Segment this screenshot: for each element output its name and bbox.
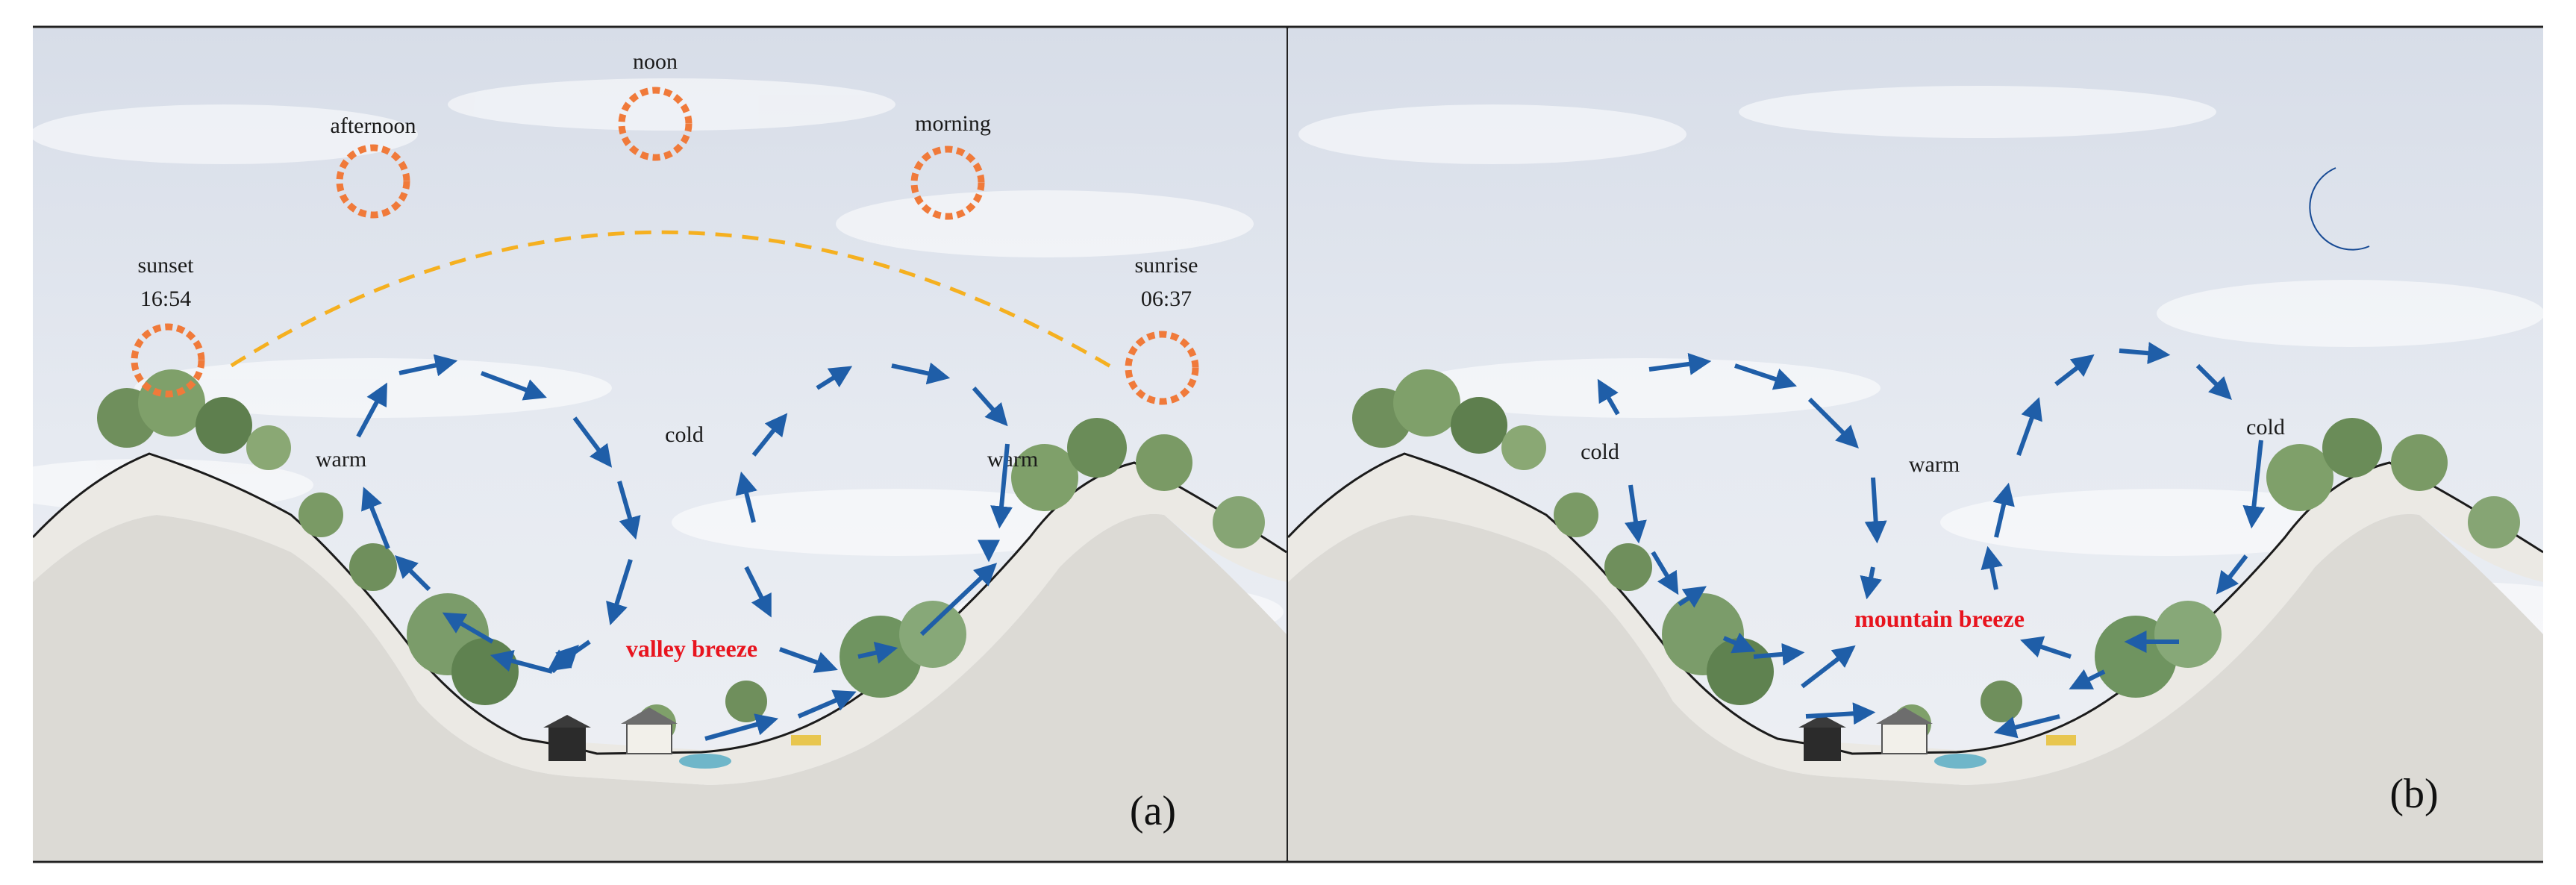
valley-breeze-arrow-13 bbox=[751, 413, 788, 457]
label-noon: noon bbox=[633, 49, 678, 74]
valley-breeze-arrow-20 bbox=[778, 647, 838, 673]
mountain-breeze-arrow-6 bbox=[1860, 566, 1882, 600]
valley-breeze-arrow-24 bbox=[797, 689, 857, 719]
valley-breeze-arrow-9 bbox=[442, 612, 494, 644]
mountain-shadow-b bbox=[1288, 513, 2543, 860]
label-cold-right: cold bbox=[2246, 415, 2285, 440]
label-sunrise-time: 06:37 bbox=[1141, 287, 1192, 311]
mountain-breeze-arrow-14 bbox=[1981, 545, 2003, 590]
valley-breeze-arrow-14 bbox=[816, 366, 853, 390]
valley-breeze-arrow-12 bbox=[735, 471, 757, 523]
label-afternoon: afternoon bbox=[331, 113, 416, 138]
valley-breeze-arrow-1 bbox=[356, 382, 387, 438]
valley-breeze-arrow-3 bbox=[480, 371, 547, 401]
mountain-breeze-label: mountain breeze bbox=[1854, 605, 2025, 632]
mountain-breeze-arrow-1 bbox=[1597, 378, 1620, 416]
valley-breeze-arrow-2 bbox=[398, 354, 458, 377]
airflow-arrows-b bbox=[1597, 342, 2266, 739]
mountain-breeze-arrow-13 bbox=[1651, 551, 1679, 595]
mountain-breeze-arrow-11 bbox=[1678, 586, 1707, 608]
mountain-breeze-arrow-19 bbox=[2195, 363, 2232, 400]
panel-label-a: (a) bbox=[1130, 788, 1176, 834]
panel-a: noon afternoon morning sunset 16:54 sunr… bbox=[33, 28, 1287, 860]
mountain-breeze-arrow-18 bbox=[2119, 342, 2171, 365]
label-cold: cold bbox=[665, 422, 704, 447]
sun-sunrise-icon bbox=[1125, 331, 1199, 405]
mountain-breeze-arrow-15 bbox=[1992, 482, 2015, 538]
valley-breeze-arrow-21 bbox=[857, 642, 898, 664]
mountain-breeze-arrow-5 bbox=[1864, 477, 1887, 544]
valley-breeze-arrow-4 bbox=[572, 416, 613, 468]
valley-breeze-arrow-25 bbox=[550, 645, 579, 674]
valley-breeze-arrow-16 bbox=[972, 387, 1008, 427]
valley-village-a bbox=[543, 707, 821, 769]
label-sunset: sunset bbox=[138, 253, 195, 278]
sun-afternoon-icon bbox=[336, 144, 410, 219]
mountain-breeze-arrow-2 bbox=[1648, 352, 1712, 375]
sun-noon-icon bbox=[618, 87, 693, 161]
stream-a bbox=[679, 754, 731, 769]
mountain-breeze-arrow-3 bbox=[1734, 363, 1797, 390]
valley-breeze-arrow-15 bbox=[891, 362, 951, 385]
sun-path-arc bbox=[230, 230, 1117, 372]
valley-breeze-label: valley breeze bbox=[626, 635, 757, 662]
panel-b: cold warm cold mountain breeze (b) bbox=[1288, 28, 2543, 860]
valley-breeze-arrow-11 bbox=[361, 487, 390, 550]
mountain-breeze-arrow-8 bbox=[1805, 702, 1876, 725]
label-sunset-time: 16:54 bbox=[140, 287, 191, 311]
label-warm-left: warm bbox=[316, 447, 366, 472]
ridge-line-a bbox=[33, 452, 1287, 755]
mountain-breeze-arrow-16 bbox=[2016, 397, 2042, 457]
valley-breeze-arrow-17 bbox=[990, 443, 1013, 529]
panel-label-b: (b) bbox=[2389, 771, 2438, 817]
label-warm-right: warm bbox=[987, 447, 1038, 472]
valley-breeze-arrow-6 bbox=[606, 559, 633, 626]
valley-breeze-arrow-8 bbox=[490, 650, 553, 674]
mountain-breeze-arrow-10 bbox=[1722, 632, 1756, 654]
valley-breeze-arrow-5 bbox=[617, 481, 641, 540]
sun-morning-icon bbox=[910, 146, 985, 220]
label-cold-left: cold bbox=[1581, 440, 1619, 464]
mountain-breeze-arrow-24 bbox=[1993, 714, 2060, 739]
valley-village-b bbox=[1798, 707, 2076, 769]
mountain-breeze-arrow-9 bbox=[1753, 642, 1805, 666]
mountain-shadow-a bbox=[33, 513, 1287, 860]
sun-sunset-icon bbox=[131, 323, 205, 398]
airflow-arrows-a bbox=[356, 354, 1013, 741]
label-warm: warm bbox=[1909, 452, 1960, 477]
valley-breeze-arrow-22 bbox=[919, 563, 998, 637]
label-morning: morning bbox=[915, 111, 991, 136]
mountain-breeze-arrow-17 bbox=[2054, 354, 2095, 387]
mountain-breeze-arrow-20 bbox=[2242, 440, 2266, 529]
valley-breeze-arrow-19 bbox=[744, 566, 772, 618]
mountain-breeze-arrow-25 bbox=[2020, 636, 2072, 659]
valley-breeze-arrow-10 bbox=[395, 555, 431, 592]
valley-breeze-arrow-23 bbox=[704, 713, 779, 741]
sun-positions bbox=[131, 87, 1199, 405]
mountain-breeze-arrow-23 bbox=[2069, 669, 2106, 689]
label-sunrise: sunrise bbox=[1135, 253, 1198, 278]
stream-b bbox=[1934, 754, 1986, 769]
mountain-breeze-arrow-4 bbox=[1807, 397, 1859, 448]
crescent-moon-icon bbox=[2309, 167, 2370, 251]
ridge-line-b bbox=[1288, 452, 2543, 755]
mountain-breeze-arrow-7 bbox=[1801, 645, 1856, 689]
mountain-breeze-arrow-21 bbox=[2216, 554, 2248, 595]
mountain-breeze-arrow-12 bbox=[1625, 484, 1647, 544]
